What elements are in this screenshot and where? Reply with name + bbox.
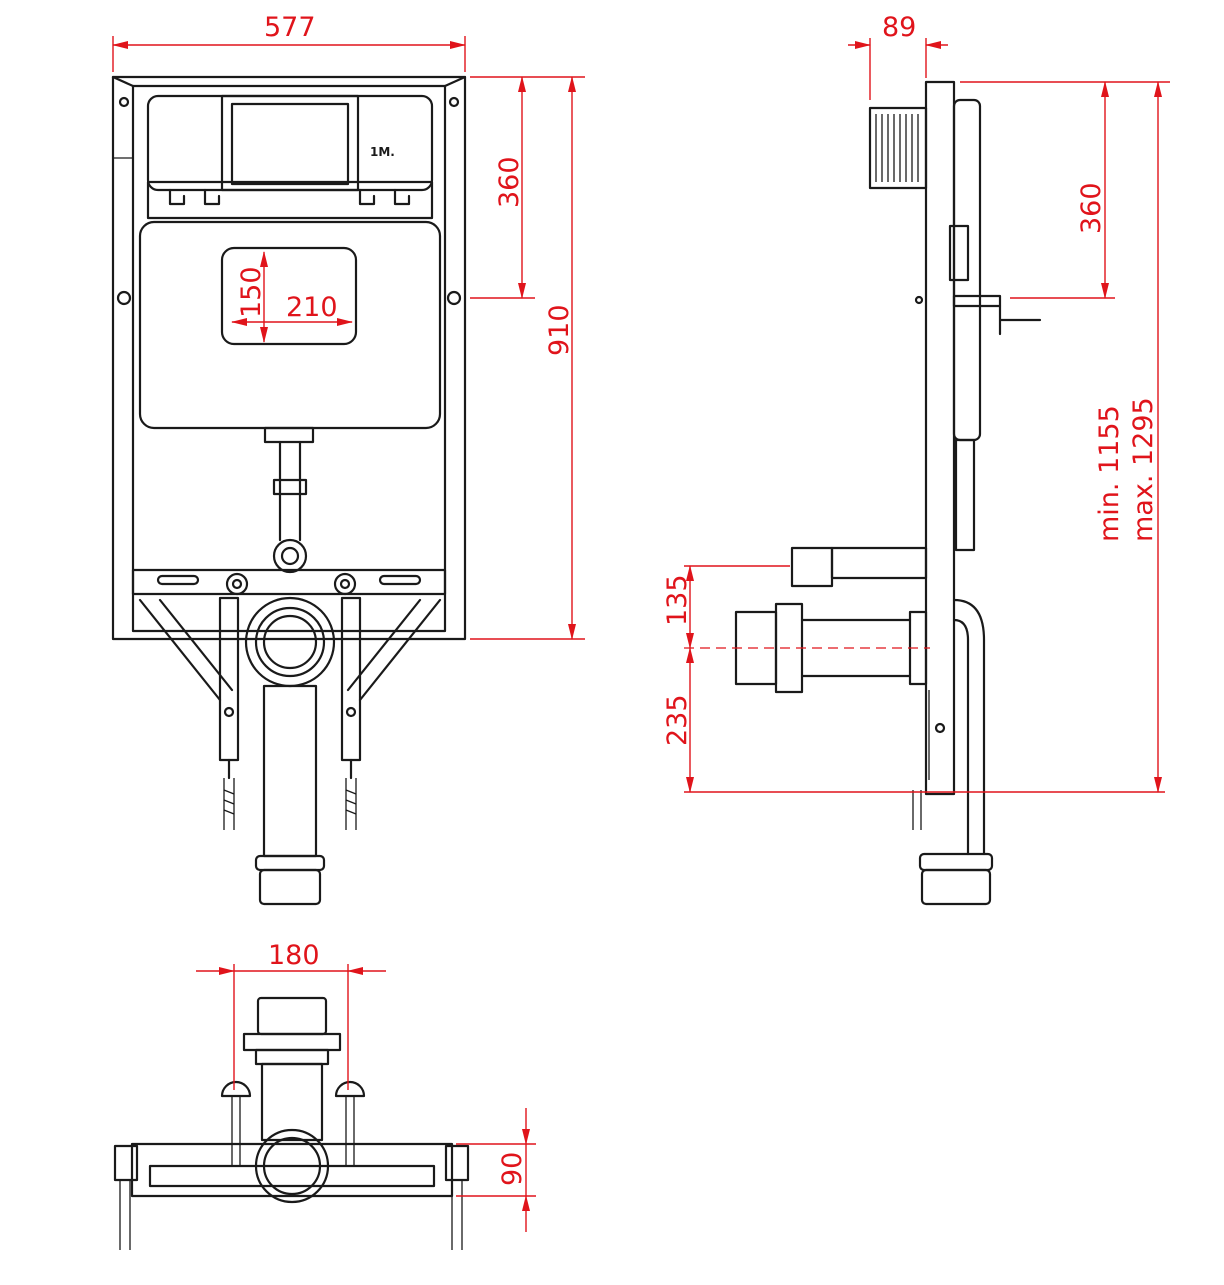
front-dimensions: 577 360 910 150 210 xyxy=(112,12,585,640)
dim-front-360: 360 xyxy=(494,156,525,208)
dim-side-135: 135 xyxy=(662,574,693,626)
front-crossbar xyxy=(131,568,447,596)
bottom-body xyxy=(113,996,470,1250)
side-pipes xyxy=(734,546,994,906)
dim-width-577: 577 xyxy=(264,12,316,43)
dim-button-150: 150 xyxy=(236,266,267,318)
front-view: 1M. xyxy=(111,12,585,906)
dim-side-235: 235 xyxy=(662,694,693,746)
cistern-top: 1M. xyxy=(146,94,434,220)
dim-bolt-180: 180 xyxy=(268,940,320,971)
dim-depth-89: 89 xyxy=(882,12,916,43)
dim-max-1295: max. 1295 xyxy=(1128,397,1159,542)
side-view: 89 360 min. 1155 max. 1295 135 235 xyxy=(662,12,1170,906)
dim-bottom-90: 90 xyxy=(497,1152,528,1186)
tank-label: 1M. xyxy=(370,145,395,159)
side-frame xyxy=(868,80,1042,796)
front-drain xyxy=(244,596,336,906)
bottom-view: 180 90 xyxy=(113,940,536,1250)
cistern-body xyxy=(138,220,442,574)
bottom-dimensions: 180 90 xyxy=(196,940,536,1232)
dim-front-910: 910 xyxy=(544,304,575,356)
front-frame xyxy=(111,75,467,641)
dim-min-1155: min. 1155 xyxy=(1094,405,1125,542)
front-legs xyxy=(138,596,442,830)
side-dimensions: 89 360 min. 1155 max. 1295 135 235 xyxy=(662,12,1170,793)
dim-button-210: 210 xyxy=(286,292,338,323)
dim-side-360: 360 xyxy=(1076,182,1107,234)
